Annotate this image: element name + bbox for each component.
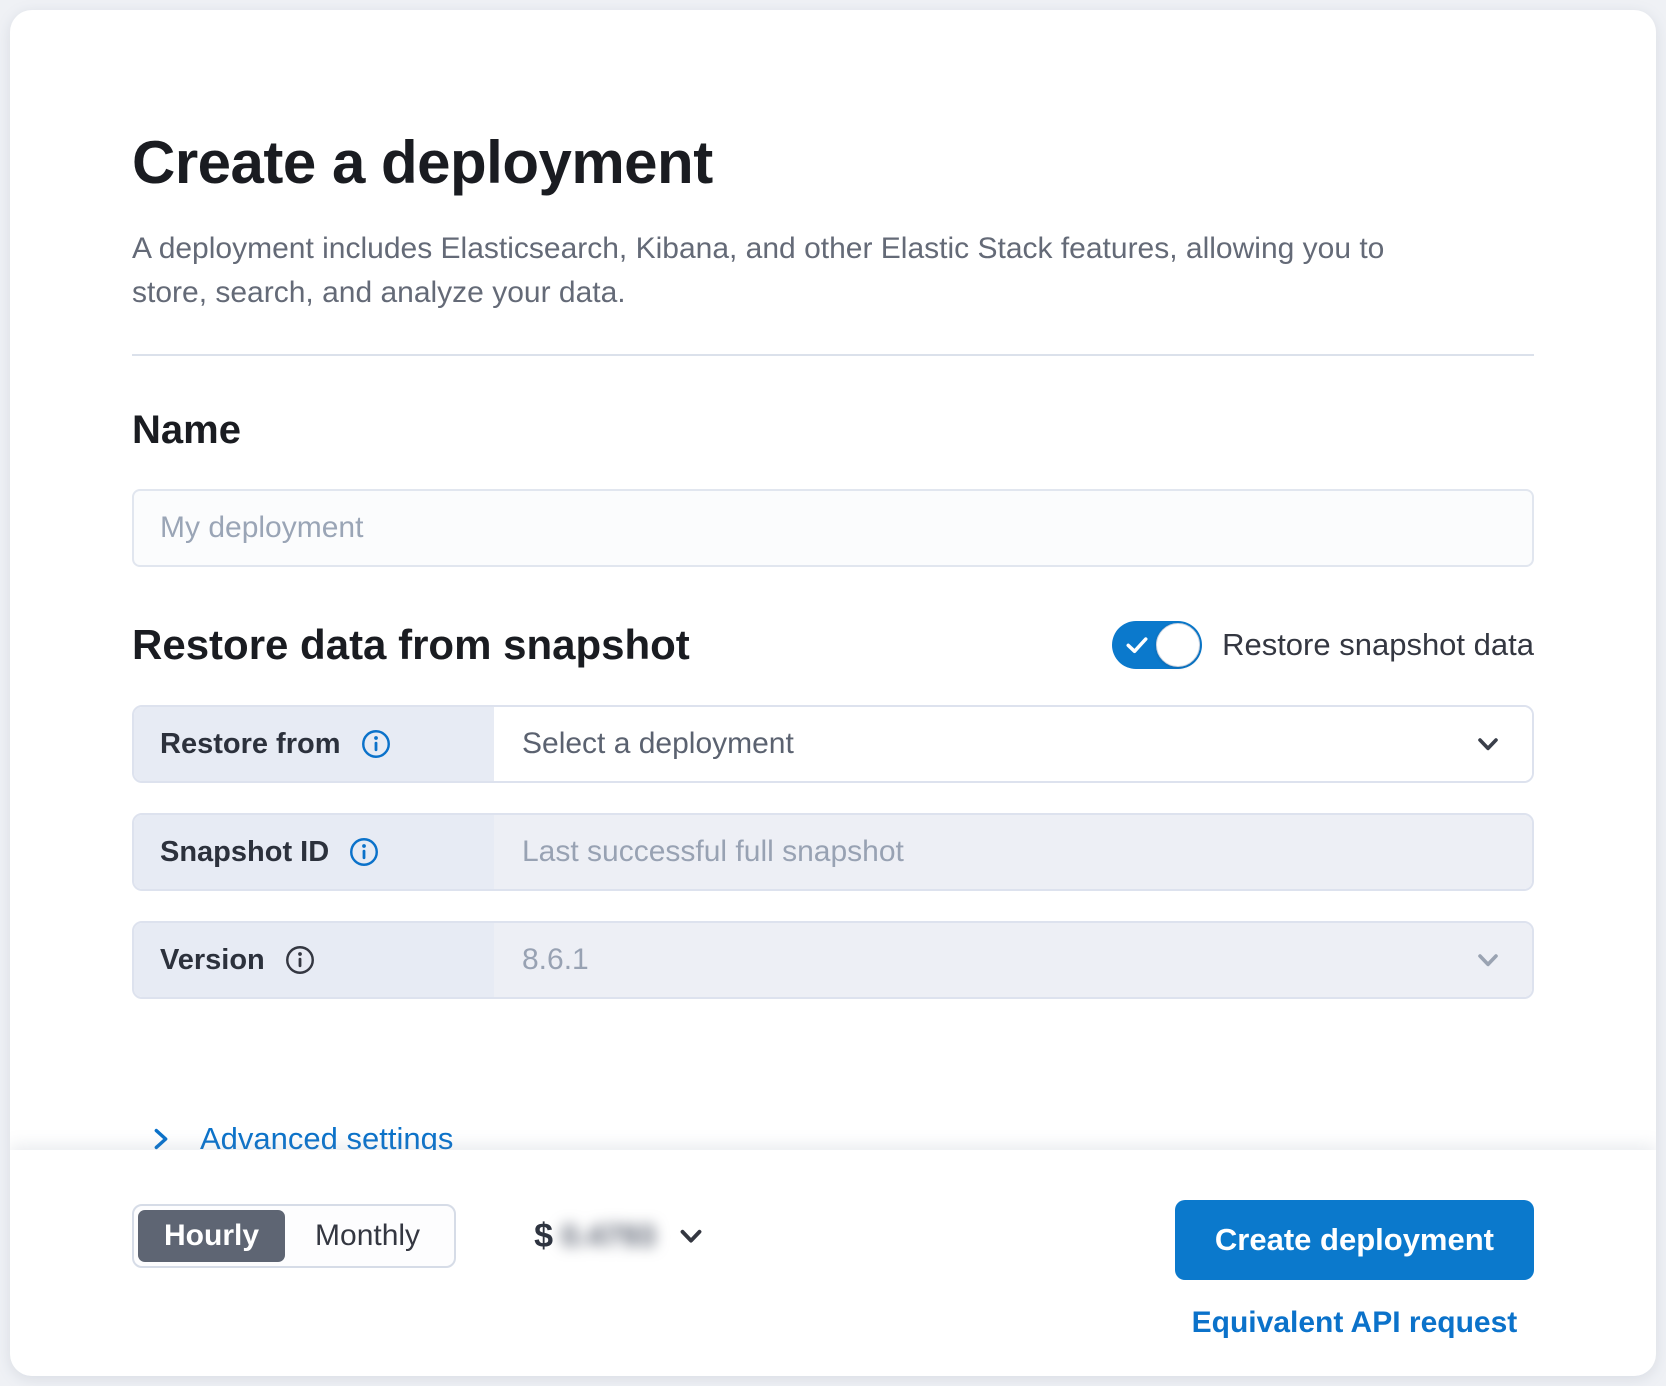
restore-snapshot-toggle-group: Restore snapshot data <box>1112 621 1534 669</box>
footer-right-group: Create deployment Equivalent API request <box>1174 1200 1534 1340</box>
price-display[interactable]: $ 0.4793 <box>534 1217 708 1256</box>
footer-left-group: Hourly Monthly $ 0.4793 <box>132 1204 708 1268</box>
main-content: Create a deployment A deployment include… <box>10 10 1656 1150</box>
equivalent-api-request-link[interactable]: Equivalent API request <box>1191 1306 1518 1339</box>
footer-bar: Hourly Monthly $ 0.4793 Create deploymen… <box>10 1150 1656 1376</box>
version-label: Version <box>160 943 265 976</box>
snapshot-id-placeholder: Last successful full snapshot <box>522 835 904 868</box>
snapshot-id-input: Last successful full snapshot <box>494 815 1532 889</box>
chevron-right-icon <box>146 1124 176 1150</box>
currency-symbol: $ <box>534 1216 553 1255</box>
version-row: Version 8.6.1 <box>132 921 1534 999</box>
page-title: Create a deployment <box>132 129 713 196</box>
restore-section-heading: Restore data from snapshot <box>132 621 690 668</box>
restore-from-label: Restore from <box>160 727 341 760</box>
snapshot-id-label-cell: Snapshot ID <box>134 815 494 889</box>
chevron-down-icon <box>1472 728 1504 760</box>
page-subtitle: A deployment includes Elasticsearch, Kib… <box>132 232 1385 309</box>
deployment-name-input[interactable] <box>132 489 1534 567</box>
toggle-knob <box>1156 623 1201 667</box>
version-select: 8.6.1 <box>494 923 1532 997</box>
restore-from-select[interactable]: Select a deployment <box>494 707 1532 781</box>
snapshot-id-row: Snapshot ID Last successful full snapsho… <box>132 813 1534 891</box>
restore-from-select-value: Select a deployment <box>522 727 794 760</box>
restore-from-row: Restore from Select a deployment <box>132 705 1534 783</box>
restore-snapshot-toggle-label: Restore snapshot data <box>1222 627 1534 662</box>
chevron-down-icon <box>1472 944 1504 976</box>
version-select-value: 8.6.1 <box>522 943 589 976</box>
snapshot-id-label: Snapshot ID <box>160 835 330 868</box>
hourly-button[interactable]: Hourly <box>138 1210 286 1262</box>
version-label-cell: Version <box>134 923 494 997</box>
price-chevron-down-icon <box>674 1219 708 1253</box>
monthly-button[interactable]: Monthly <box>285 1210 450 1262</box>
info-icon[interactable] <box>285 945 315 975</box>
advanced-settings-label: Advanced settings <box>200 1121 454 1150</box>
info-icon[interactable] <box>349 837 379 867</box>
create-deployment-button[interactable]: Create deployment <box>1174 1200 1534 1280</box>
price-amount-blurred: 0.4793 <box>560 1218 656 1253</box>
toggle-check-icon <box>1123 631 1151 659</box>
advanced-settings-link[interactable]: Advanced settings <box>146 1121 453 1150</box>
restore-snapshot-toggle[interactable] <box>1112 621 1203 669</box>
restore-from-label-cell: Restore from <box>134 707 494 781</box>
create-deployment-panel: Create a deployment A deployment include… <box>10 10 1656 1376</box>
section-divider <box>132 354 1534 356</box>
name-heading: Name <box>132 408 241 452</box>
restore-section-header: Restore data from snapshot Restore snaps… <box>132 621 1534 669</box>
billing-interval-toggle: Hourly Monthly <box>132 1204 457 1268</box>
info-icon[interactable] <box>361 729 391 759</box>
